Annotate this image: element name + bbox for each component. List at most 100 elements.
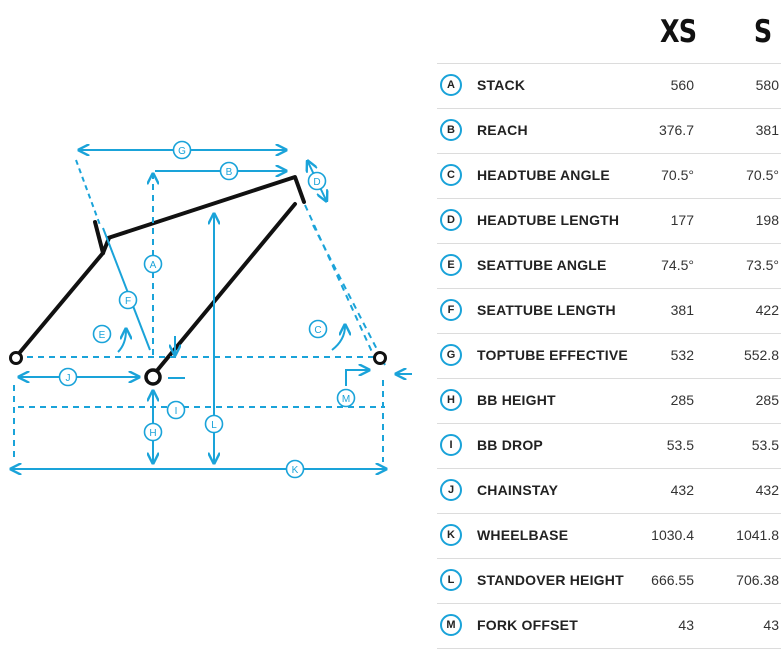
row-letter-badge: E <box>440 254 462 276</box>
marker-k-label: K <box>292 465 299 476</box>
marker-g: G <box>172 140 192 160</box>
table-row: I BB DROP 53.5 53.5 <box>437 424 781 469</box>
row-value-xs: 432 <box>670 482 694 498</box>
row-value-s: 552.8 <box>743 347 779 363</box>
row-value-s: 285 <box>755 392 779 408</box>
row-value-xs: 381 <box>670 302 694 318</box>
marker-a: A <box>143 254 163 274</box>
row-value-s: 381 <box>755 122 779 138</box>
table-row: M FORK OFFSET 43 43 <box>437 604 781 649</box>
row-letter-badge: F <box>440 299 462 321</box>
row-letter-badge: M <box>440 614 462 636</box>
table-row: D HEADTUBE LENGTH 177 198 <box>437 199 781 244</box>
marker-l-label: L <box>211 420 217 431</box>
bottom-bracket <box>144 368 162 386</box>
row-value-xs: 666.55 <box>651 572 694 588</box>
row-label: FORK OFFSET <box>477 617 578 633</box>
row-letter-badge: L <box>440 569 462 591</box>
row-value-s: 70.5° <box>746 167 779 183</box>
row-value-s: 432 <box>755 482 779 498</box>
seat-tube-top <box>93 220 105 255</box>
row-label: WHEELBASE <box>477 527 569 543</box>
marker-group: G B D A F E C J M I H L K <box>58 140 356 479</box>
table-header: XS S <box>437 0 781 64</box>
row-letter-badge: G <box>440 344 462 366</box>
row-value-s: 73.5° <box>746 257 779 273</box>
table-row: F SEATTUBE LENGTH 381 422 <box>437 289 781 334</box>
row-value-xs: 53.5 <box>666 437 694 453</box>
marker-a-label: A <box>150 260 157 271</box>
dim-f <box>102 227 151 351</box>
dim-m <box>345 370 368 386</box>
row-value-s: 43 <box>763 617 779 633</box>
row-label: STANDOVER HEIGHT <box>477 572 624 588</box>
marker-b-label: B <box>226 167 233 178</box>
headtube-ext-2 <box>312 224 386 366</box>
row-label: BB DROP <box>477 437 543 453</box>
row-value-xs: 43 <box>678 617 694 633</box>
row-label: REACH <box>477 122 528 138</box>
front-axle <box>373 351 387 365</box>
row-label: STACK <box>477 77 526 93</box>
row-letter-badge: D <box>440 209 462 231</box>
frame-geometry-diagram: G B D A F E C J M I H L K <box>9 140 412 479</box>
marker-e: E <box>92 324 112 344</box>
row-value-s: 422 <box>755 302 779 318</box>
table-row: J CHAINSTAY 432 432 <box>437 469 781 514</box>
marker-l: L <box>204 414 224 434</box>
marker-b: B <box>219 161 239 181</box>
table-row: K WHEELBASE 1030.4 1041.8 <box>437 514 781 559</box>
marker-e-label: E <box>99 330 106 341</box>
row-label: CHAINSTAY <box>477 482 559 498</box>
row-value-xs: 285 <box>670 392 694 408</box>
dim-g-ext <box>75 159 101 226</box>
row-value-xs: 376.7 <box>658 122 694 138</box>
row-value-s: 706.38 <box>736 572 779 588</box>
row-letter-badge: I <box>440 434 462 456</box>
marker-f: F <box>118 290 138 310</box>
table-row: B REACH 376.7 381 <box>437 109 781 154</box>
row-value-s: 1041.8 <box>736 527 779 543</box>
marker-g-label: G <box>178 146 186 157</box>
marker-c: C <box>308 319 328 339</box>
rear-axle <box>9 351 23 365</box>
dimension-lines <box>12 150 412 469</box>
table-row: L STANDOVER HEIGHT 666.55 706.38 <box>437 559 781 604</box>
row-label: BB HEIGHT <box>477 392 556 408</box>
dim-e <box>117 330 126 353</box>
row-letter-badge: B <box>440 119 462 141</box>
row-value-xs: 1030.4 <box>651 527 694 543</box>
row-letter-badge: A <box>440 74 462 96</box>
marker-i-label: I <box>175 406 178 417</box>
top-tube <box>106 175 306 240</box>
marker-d-label: D <box>313 177 320 188</box>
row-value-s: 580 <box>755 77 779 93</box>
marker-m-label: M <box>342 394 350 405</box>
marker-f-label: F <box>125 296 131 307</box>
marker-k: K <box>285 459 305 479</box>
marker-h: H <box>143 422 163 442</box>
row-letter-badge: K <box>440 524 462 546</box>
row-label: SEATTUBE LENGTH <box>477 302 616 318</box>
marker-h-label: H <box>149 428 156 439</box>
bike-frame <box>14 175 306 375</box>
seatstay-tube <box>14 251 105 359</box>
row-value-s: 198 <box>755 212 779 228</box>
row-value-xs: 74.5° <box>661 257 694 273</box>
marker-j: J <box>58 367 78 387</box>
row-letter-badge: J <box>440 479 462 501</box>
row-label: HEADTUBE ANGLE <box>477 167 610 183</box>
marker-d: D <box>307 171 327 191</box>
row-label: HEADTUBE LENGTH <box>477 212 620 228</box>
marker-m: M <box>336 388 356 408</box>
row-value-s: 53.5 <box>751 437 779 453</box>
row-value-xs: 177 <box>670 212 694 228</box>
marker-j-label: J <box>66 373 71 384</box>
